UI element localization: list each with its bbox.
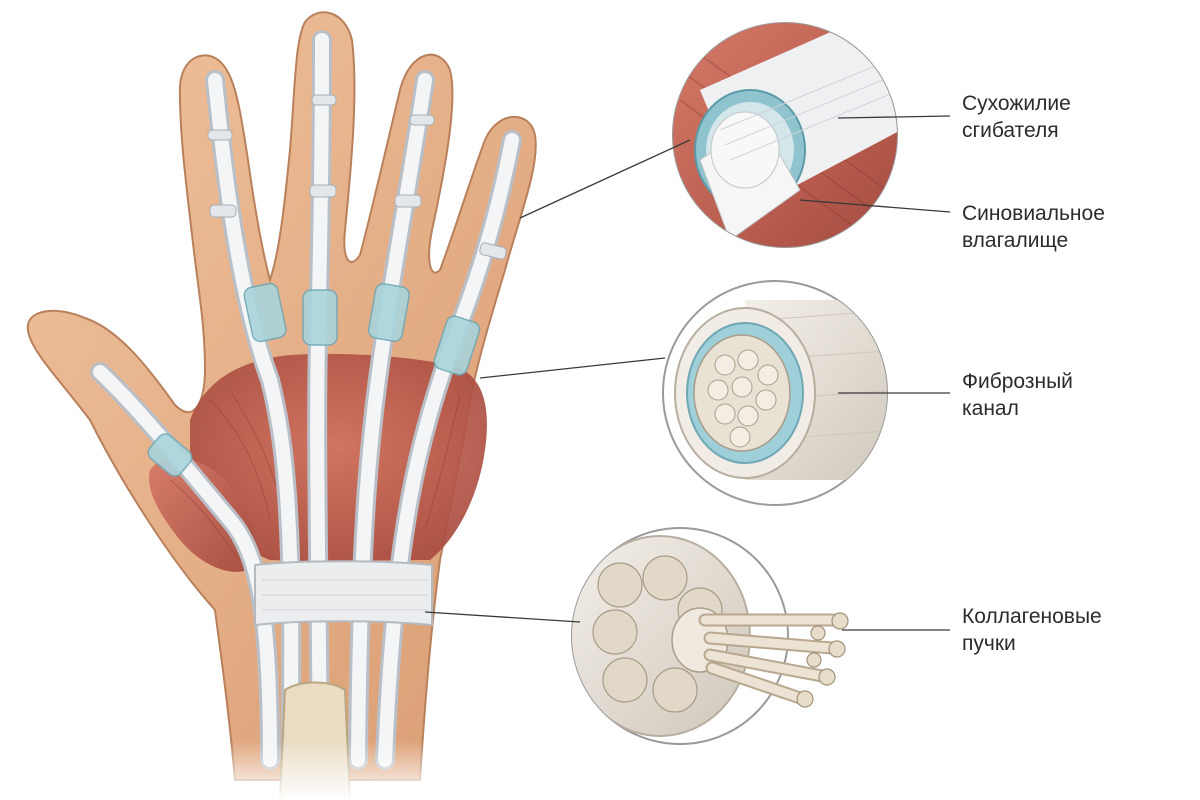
leader-line-flexor-tendon [837, 115, 951, 119]
leader-line-synovial-sheath [799, 199, 951, 213]
label-flexor-tendon-line1: Сухожилие [962, 92, 1071, 115]
label-collagen-bundles-line2: пучки [962, 632, 1016, 655]
leader-line-hand-circle1 [519, 139, 691, 219]
annular-pulleys [207, 94, 507, 260]
thenar-muscle [149, 457, 257, 572]
detail-circle-fibrous-canal [662, 280, 888, 506]
collagen-fibers [698, 613, 842, 705]
label-fibrous-canal: Фиброзный канал [962, 368, 1073, 422]
label-fibrous-canal-line1: Фиброзный [962, 370, 1073, 393]
synovial-sheaths [147, 282, 481, 477]
detail-circle-tendon-sheath [672, 22, 898, 248]
label-collagen-bundles-line1: Коллагеновые [962, 605, 1102, 628]
leader-line-hand-circle3 [424, 611, 581, 623]
label-synovial-sheath-line2: влагалище [962, 229, 1069, 252]
label-flexor-tendon-line2: сгибателя [962, 119, 1059, 142]
label-collagen-bundles: Коллагеновые пучки [962, 603, 1102, 657]
label-synovial-sheath: Синовиальное влагалище [962, 200, 1105, 254]
label-synovial-sheath-line1: Синовиальное [962, 202, 1105, 225]
leader-lines [424, 115, 951, 631]
label-fibrous-canal-line2: канал [962, 397, 1019, 420]
hand-illustration [0, 11, 600, 800]
flexor-retinaculum [254, 560, 433, 627]
leader-line-hand-circle2 [479, 357, 666, 379]
detail-circle-collagen [571, 527, 849, 745]
label-flexor-tendon: Сухожилие сгибателя [962, 90, 1071, 144]
